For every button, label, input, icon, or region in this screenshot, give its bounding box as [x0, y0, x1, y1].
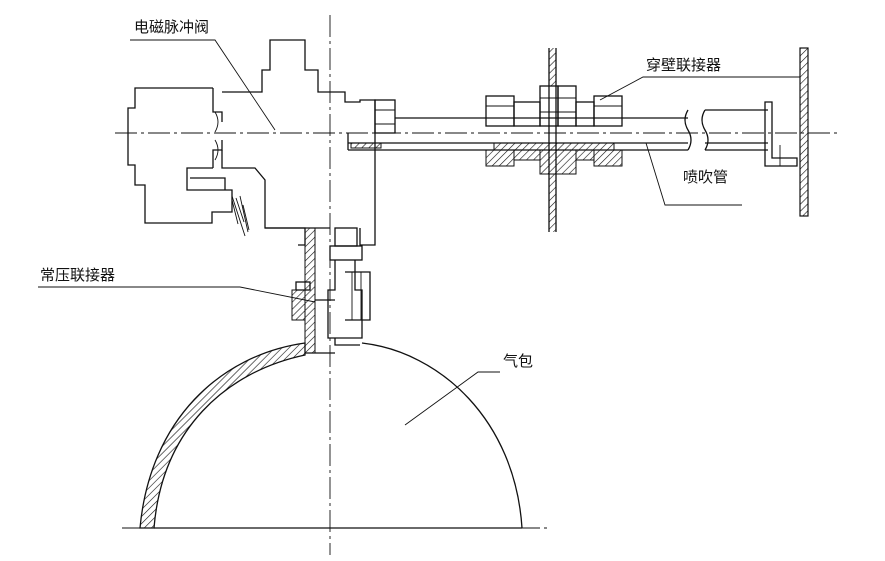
label-blow-pipe: 喷吹管	[683, 168, 728, 186]
right-wall	[764, 47, 809, 217]
leader-solenoid-valve	[130, 39, 276, 131]
connector-hatch-2	[593, 149, 623, 167]
pressure-nut-hatch	[291, 289, 306, 321]
label-wall-connector: 穿壁联接器	[646, 56, 721, 74]
connector-nut-left	[485, 95, 515, 127]
tank-shell-hatched	[139, 342, 306, 529]
pipe-support-bracket	[764, 101, 798, 167]
wall-connector	[485, 48, 623, 232]
solenoid-valve	[127, 39, 376, 246]
pipe-break-left	[684, 109, 692, 151]
pressure-nut-top	[334, 227, 358, 247]
valve-body-lower	[221, 150, 306, 246]
right-wall-plate	[799, 47, 809, 217]
label-air-tank: 气包	[503, 352, 533, 370]
label-solenoid-valve: 电磁脉冲阀	[134, 18, 209, 36]
label-pressure-connector: 常压联接器	[40, 266, 115, 284]
valve-body-right	[359, 133, 376, 246]
pipe-break-right	[701, 109, 709, 151]
connector-hatch-flange	[539, 149, 577, 175]
valve-bellow-arcs	[214, 111, 219, 161]
valve-left-bonnet	[127, 87, 233, 224]
connector-hatch-1	[485, 149, 515, 167]
valve-spring-lines	[231, 195, 250, 233]
leader-wall-connector	[599, 76, 800, 101]
valve-top-boss	[222, 39, 376, 133]
pressure-nut-right	[345, 271, 371, 321]
leader-lines	[38, 39, 800, 426]
center-lines	[115, 15, 840, 555]
leader-air-tank	[404, 371, 500, 426]
outlet-seal	[350, 142, 382, 149]
outlet-nut	[374, 99, 396, 134]
pressure-connector	[291, 227, 371, 354]
valve-spring-diag	[231, 195, 246, 237]
connector-nut-right	[593, 95, 623, 127]
valve-diaphragm-left	[212, 88, 223, 168]
connector-flange-right	[557, 85, 577, 127]
pressure-connector-body	[327, 260, 363, 339]
leader-pressure-connector	[38, 286, 316, 303]
valve-inner-step	[190, 177, 226, 190]
tank-dome-outline	[361, 342, 523, 529]
air-tank	[139, 342, 523, 529]
leader-blow-pipe	[645, 142, 742, 206]
